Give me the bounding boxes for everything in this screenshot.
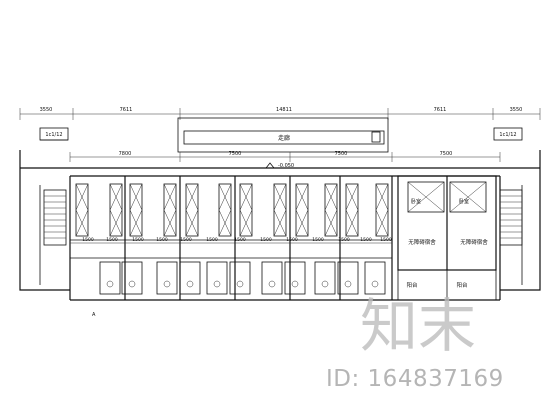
dim-top-2: 7611 [120,107,133,113]
zhimo-logo-watermark: 知末 [360,292,476,360]
svg-text:知末: 知末 [360,292,476,360]
svg-text:-0.050: -0.050 [278,163,294,169]
bunk-beds [75,183,389,237]
stair-left [43,189,67,246]
svg-text:1500: 1500 [360,237,372,243]
svg-text:1500: 1500 [234,237,246,243]
svg-text:1500: 1500 [312,237,324,243]
svg-text:7500: 7500 [440,151,453,157]
svg-text:1500: 1500 [82,237,94,243]
watermark-id-text: ID: 164837169 [326,366,504,392]
building-outline [19,150,541,301]
corridor-label: 走廊 [278,134,290,142]
svg-text:1c1/12: 1c1/12 [45,132,62,138]
bathroom-units [99,261,386,295]
svg-text:1500: 1500 [338,237,350,243]
svg-text:1500: 1500 [180,237,192,243]
axis-tag-left: 1c1/12 [39,127,69,141]
svg-text:1500: 1500 [106,237,118,243]
bay-dimensions: 1500 1500 1500 1500 1500 1500 1500 1500 … [70,237,392,244]
axis-tag-right: 1c1/12 [493,127,523,141]
svg-text:1500: 1500 [260,237,272,243]
top-dimension-chain: 3550 7611 14811 7611 3550 [19,107,541,120]
svg-text:1500: 1500 [132,237,144,243]
svg-text:7800: 7800 [119,151,132,157]
corridor-canopy: 走廊 [177,117,389,153]
room-label-b: 卧室 [459,198,469,205]
accessible-dorm-block: 无障碍宿舍 无障碍宿舍 卧室 卧室 阳台 阳台 [397,175,497,301]
dim-top-5: 3550 [510,107,523,113]
svg-text:1500: 1500 [156,237,168,243]
svg-text:1500: 1500 [206,237,218,243]
svg-text:1500: 1500 [286,237,298,243]
balcony-left-label: 阳台 [406,281,418,289]
dim-top-4: 7611 [434,107,447,113]
accessible-dorm-right-label: 无障碍宿舍 [460,238,488,246]
accessible-dorm-left-label: 无障碍宿舍 [408,238,436,246]
svg-text:1c1/12: 1c1/12 [499,132,516,138]
room-label-a: 卧室 [411,198,421,205]
balcony-right-label: 阳台 [456,281,468,289]
svg-text:7500: 7500 [229,151,242,157]
svg-text:1500: 1500 [380,237,392,243]
svg-text:7500: 7500 [335,151,348,157]
second-dimension-chain: 7800 7500 7500 7500 [69,151,501,162]
grid-axis-a: A [92,312,96,318]
dim-top-1: 3550 [40,107,53,113]
stair-right [499,189,523,246]
level-mark: -0.050 [265,162,294,169]
dim-top-3: 14811 [276,107,292,113]
